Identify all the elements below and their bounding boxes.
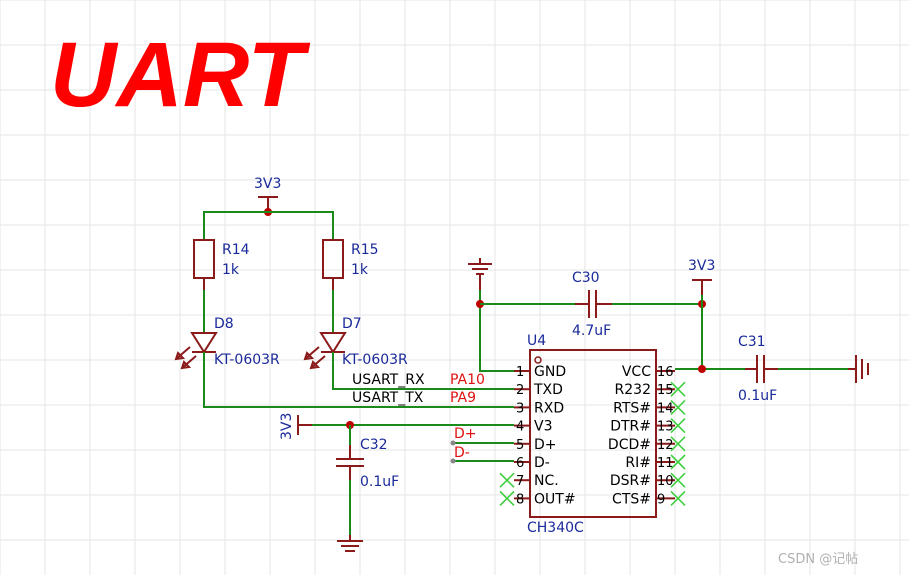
- svg-text:11: 11: [657, 456, 674, 471]
- ground-symbol-top: [468, 258, 492, 290]
- svg-text:R232: R232: [615, 382, 651, 398]
- svg-text:D+: D+: [534, 437, 557, 453]
- wire-gnd: [479, 290, 514, 372]
- wire-usart-rx: [332, 352, 514, 390]
- ic-pin-2: 2 TXD: [514, 382, 563, 398]
- capacitor-c32: C32 0.1uF: [336, 437, 399, 490]
- svg-text:12: 12: [657, 438, 674, 453]
- wire-end: [450, 458, 456, 464]
- ic-pin-10: 10 DSR#: [610, 472, 686, 489]
- svg-text:OUT#: OUT#: [534, 491, 576, 507]
- watermark: CSDN @记帖: [778, 552, 858, 567]
- ic-pin-14: 14 RTS#: [613, 399, 686, 416]
- svg-text:DCD#: DCD#: [608, 437, 651, 453]
- ic-pin-6: 6 D-: [514, 455, 550, 471]
- svg-text:C32: C32: [360, 437, 388, 453]
- wire-3v3-rail: [203, 211, 334, 240]
- resistor-r14: R14 1k: [193, 239, 250, 290]
- net-label-dminus: D-: [454, 445, 470, 461]
- ic-pin-5: 5 D+: [514, 437, 557, 453]
- svg-text:C30: C30: [572, 270, 600, 286]
- svg-text:2: 2: [516, 383, 524, 398]
- svg-text:13: 13: [657, 420, 674, 435]
- ic-pin-7: 7 NC.: [499, 472, 559, 489]
- svg-text:R14: R14: [222, 242, 250, 258]
- ic-ref: U4: [527, 333, 546, 349]
- svg-text:4: 4: [516, 420, 524, 435]
- ic-pin-11: 11 RI#: [625, 454, 686, 471]
- svg-text:D8: D8: [214, 316, 234, 332]
- svg-text:DTR#: DTR#: [610, 419, 651, 435]
- ic-pin-15: 15 R232: [615, 381, 686, 398]
- svg-text:16: 16: [657, 365, 674, 380]
- svg-text:0.1uF: 0.1uF: [738, 388, 777, 404]
- svg-text:KT-0603R: KT-0603R: [214, 352, 280, 368]
- svg-text:RTS#: RTS#: [613, 400, 651, 416]
- net-label-usart-tx: USART_TX: [352, 390, 424, 406]
- wire-usart-tx: [203, 352, 514, 408]
- ic-pin-16: 16 VCC: [622, 364, 675, 380]
- svg-text:TXD: TXD: [533, 382, 563, 398]
- power-3v3-left: 3V3: [279, 413, 312, 440]
- svg-text:14: 14: [657, 401, 674, 416]
- ic-pin-4: 4 V3: [514, 419, 552, 435]
- ic-pin-1: 1 GND: [514, 364, 566, 380]
- resistor-r15: R15 1k: [322, 239, 379, 290]
- svg-text:3V3: 3V3: [279, 413, 295, 440]
- svg-text:0.1uF: 0.1uF: [360, 474, 399, 490]
- svg-text:3V3: 3V3: [254, 176, 281, 192]
- svg-text:10: 10: [657, 474, 674, 489]
- net-label-usart-rx: USART_RX: [352, 372, 425, 388]
- ic-value: CH340C: [527, 520, 584, 536]
- capacitor-c30: C30 4.7uF: [572, 270, 612, 339]
- svg-text:RXD: RXD: [534, 400, 564, 416]
- svg-text:1k: 1k: [222, 262, 240, 278]
- net-label-pa9: PA9: [450, 390, 476, 406]
- net-label-pa10: PA10: [450, 372, 485, 388]
- svg-text:CTS#: CTS#: [612, 491, 651, 507]
- led-d7: D7 KT-0603R: [303, 316, 408, 370]
- svg-text:D-: D-: [534, 455, 550, 471]
- svg-text:6: 6: [516, 456, 524, 471]
- ic-ch340c: U4 CH340C 1 GND 2 TXD 3 RXD 4 V3 5 D+ 6 D- 7 NC. 8 OUT#…: [499, 333, 686, 536]
- power-3v3-right: 3V3: [688, 258, 715, 295]
- power-3v3-top: 3V3: [254, 176, 281, 212]
- ic-pin-12: 12 DCD#: [608, 436, 686, 453]
- led-d8: D8 KT-0603R: [174, 316, 280, 370]
- svg-text:V3: V3: [534, 419, 552, 435]
- sheet-title: UART: [50, 24, 311, 126]
- svg-text:GND: GND: [534, 364, 566, 380]
- svg-text:C31: C31: [738, 334, 766, 350]
- junction: [698, 365, 706, 373]
- net-label-dplus: D+: [454, 426, 477, 442]
- svg-text:15: 15: [657, 383, 674, 398]
- svg-text:1k: 1k: [351, 262, 369, 278]
- ic-pin-13: 13 DTR#: [610, 418, 686, 435]
- svg-text:VCC: VCC: [622, 364, 651, 380]
- svg-text:R15: R15: [351, 242, 379, 258]
- svg-text:3V3: 3V3: [688, 258, 715, 274]
- ic-pin-3: 3 RXD: [514, 400, 564, 416]
- capacitor-c31: C31 0.1uF: [738, 334, 778, 404]
- svg-text:3: 3: [516, 401, 524, 416]
- svg-text:4.7uF: 4.7uF: [572, 323, 611, 339]
- ground-symbol-c32: [337, 535, 363, 552]
- svg-text:KT-0603R: KT-0603R: [342, 352, 408, 368]
- ic-pin-8: 8 OUT#: [499, 490, 576, 507]
- svg-text:D7: D7: [342, 316, 362, 332]
- svg-text:7: 7: [516, 474, 524, 489]
- svg-text:NC.: NC.: [534, 473, 559, 489]
- svg-text:5: 5: [516, 438, 524, 453]
- wire-end: [450, 440, 456, 446]
- svg-text:9: 9: [657, 492, 665, 507]
- svg-text:DSR#: DSR#: [610, 473, 651, 489]
- ground-symbol-right: [848, 355, 869, 383]
- svg-text:RI#: RI#: [625, 455, 651, 471]
- svg-text:8: 8: [516, 492, 524, 507]
- svg-text:1: 1: [516, 365, 524, 380]
- ic-pin-9: 9 CTS#: [612, 490, 686, 507]
